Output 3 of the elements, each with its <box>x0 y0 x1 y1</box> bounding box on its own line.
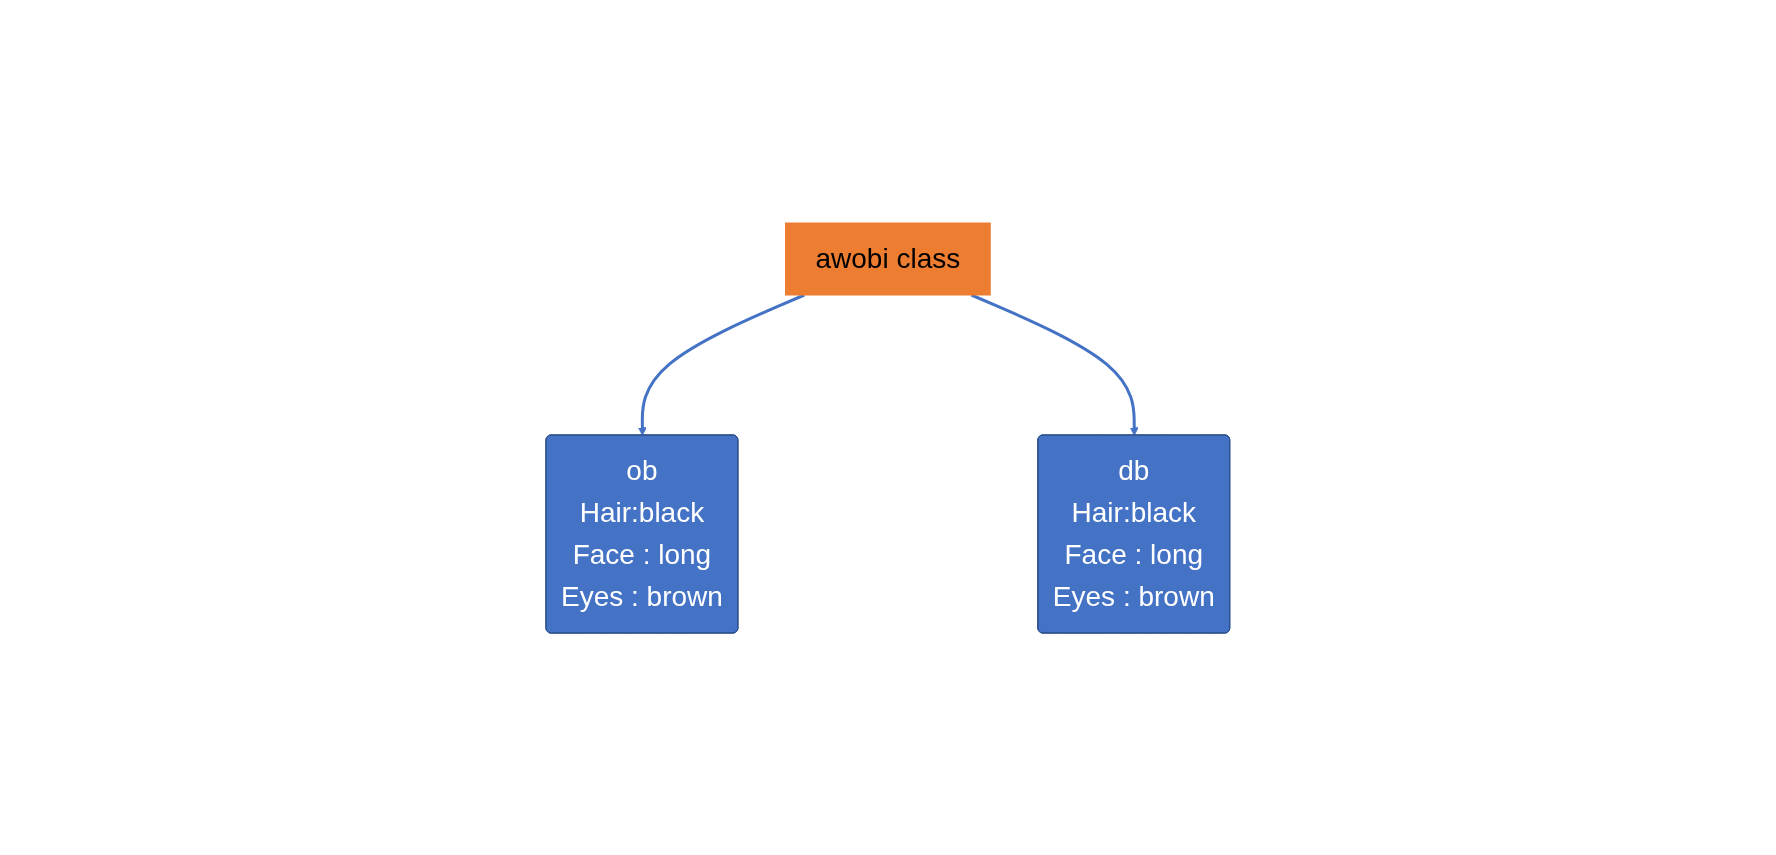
arrow <box>970 293 1139 436</box>
arrow <box>638 293 806 436</box>
node-box: awobi class <box>785 222 991 295</box>
